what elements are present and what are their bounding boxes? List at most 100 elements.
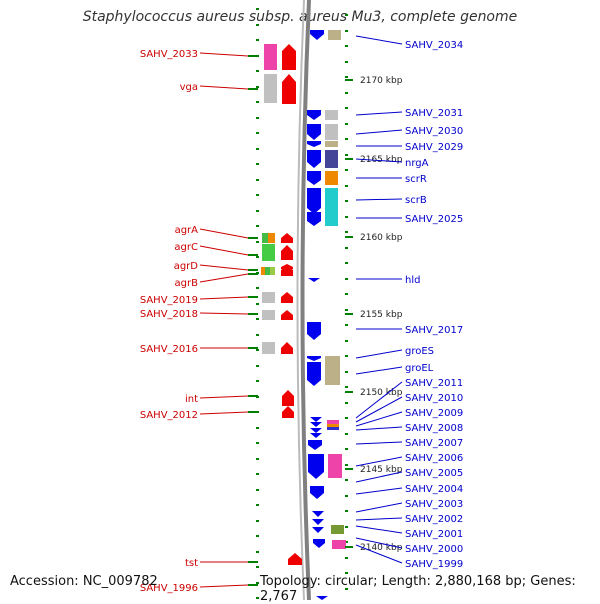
gene-box-sahv2031 (325, 110, 338, 120)
gene-box-sahv2030 (325, 124, 338, 140)
right-gene-label: groES (405, 346, 434, 357)
tick-right (345, 417, 348, 419)
right-label-leader (355, 158, 403, 163)
tick-right (345, 169, 348, 171)
right-gene-label: SAHV_2011 (405, 378, 463, 389)
tick-right (345, 495, 348, 497)
right-label-leader (355, 456, 403, 467)
tick-left (256, 132, 259, 134)
gene-arrow-sahv2031 (307, 110, 321, 120)
tick-left (256, 86, 259, 88)
gene-box-agrc (262, 244, 275, 261)
left-label-tick (248, 237, 258, 239)
left-gene-labels: SAHV_2033vgaagrAagrCagrDagrBSAHV_2019SAH… (140, 49, 258, 594)
forward-genes (261, 44, 302, 565)
tick-right (345, 185, 348, 187)
gene-box-sahv2001 (331, 525, 344, 534)
tick-left (256, 504, 259, 506)
gene-box-groel (325, 356, 340, 385)
left-gene-label: tst (185, 558, 198, 569)
scale-tick (345, 158, 353, 160)
left-gene-label: agrC (174, 242, 198, 253)
tick-left (256, 458, 259, 460)
right-gene-label: SAHV_2007 (405, 438, 463, 449)
gene-box-agra-2 (268, 233, 275, 243)
right-gene-label: SAHV_2009 (405, 408, 463, 419)
tick-right (345, 510, 348, 512)
tick-left (256, 535, 259, 537)
tick-right (345, 154, 348, 156)
scale-tick (345, 468, 353, 470)
tick-left (256, 287, 259, 289)
map-title: Staphylococcus aureus subsp. aureus Mu3,… (82, 9, 518, 25)
gene-arrow-sahv2008 (310, 433, 322, 438)
gene-box-agrdb-2 (265, 267, 270, 275)
tick-right (345, 216, 348, 218)
gene-box-agra-1 (262, 233, 268, 243)
scale-label: 2145 kbp (360, 465, 403, 475)
left-label-leader (199, 85, 249, 90)
gene-box-sahv2019 (262, 292, 275, 303)
gene-arrow-sahv2012 (282, 406, 294, 418)
right-label-leader (355, 381, 403, 419)
gene-arrow-scrr (307, 171, 321, 185)
gene-arrow-int (282, 390, 294, 406)
left-label-tick (248, 88, 258, 90)
gene-box-sahv2008 (327, 427, 339, 430)
left-label-tick (248, 411, 258, 413)
gene-box-sahv1999 (332, 540, 346, 549)
scale-label: 2160 kbp (360, 233, 403, 243)
tick-left (256, 349, 259, 351)
left-gene-label: int (185, 394, 198, 405)
gene-box-sahv2033 (264, 44, 277, 70)
gene-arrow-sahv2001 (312, 519, 324, 525)
tick-left (256, 520, 259, 522)
tick-right (345, 309, 348, 311)
tick-right (345, 45, 348, 47)
gene-arrow-sahv2029 (307, 141, 321, 147)
right-label-leader (355, 487, 403, 495)
gene-arrow-sahv2016 (281, 342, 293, 354)
tick-right (345, 247, 348, 249)
left-label-tick (248, 347, 258, 349)
tick-left (256, 39, 259, 41)
tick-right (345, 541, 348, 543)
gene-arrow-agrb (281, 266, 293, 276)
left-label-leader (199, 312, 249, 315)
right-label-leader (355, 198, 403, 201)
tick-right (345, 76, 348, 78)
tick-left (256, 256, 259, 258)
right-label-leader (355, 525, 403, 534)
left-label-tick (248, 55, 258, 57)
left-label-leader (199, 296, 249, 300)
right-gene-label: SAHV_2010 (405, 393, 463, 404)
scale-label: 2165 kbp (360, 155, 403, 165)
left-label-leader (199, 228, 249, 239)
gene-arrow-sahv2018 (281, 310, 293, 320)
gene-arrow-tst (288, 553, 302, 565)
right-gene-label: scrB (405, 195, 427, 206)
tick-marks (256, 8, 348, 599)
gene-arrow-sahv2033 (282, 44, 296, 70)
scale-label: 2140 kbp (360, 543, 403, 553)
left-label-tick (248, 254, 258, 256)
tick-left (256, 70, 259, 72)
tick-right (345, 588, 348, 590)
tick-right (345, 557, 348, 559)
left-gene-label: vga (180, 82, 198, 93)
gene-arrow-agrc (281, 245, 293, 260)
right-gene-label: SAHV_2025 (405, 214, 463, 225)
left-label-leader (199, 264, 249, 271)
gene-box-sahv2006 (328, 454, 342, 478)
gene-box-sahv2029 (325, 141, 338, 147)
gene-arrow-groes (307, 356, 321, 361)
left-label-leader (199, 411, 249, 415)
left-gene-label: SAHV_2018 (140, 309, 198, 320)
scale-tick (345, 546, 353, 548)
gene-arrow-sahv2007 (308, 440, 322, 450)
genome-backbone-shadow (296, 0, 305, 600)
tick-left (256, 473, 259, 475)
tick-right (345, 479, 348, 481)
right-gene-label: SAHV_2031 (405, 108, 463, 119)
right-label-leader (355, 35, 403, 45)
